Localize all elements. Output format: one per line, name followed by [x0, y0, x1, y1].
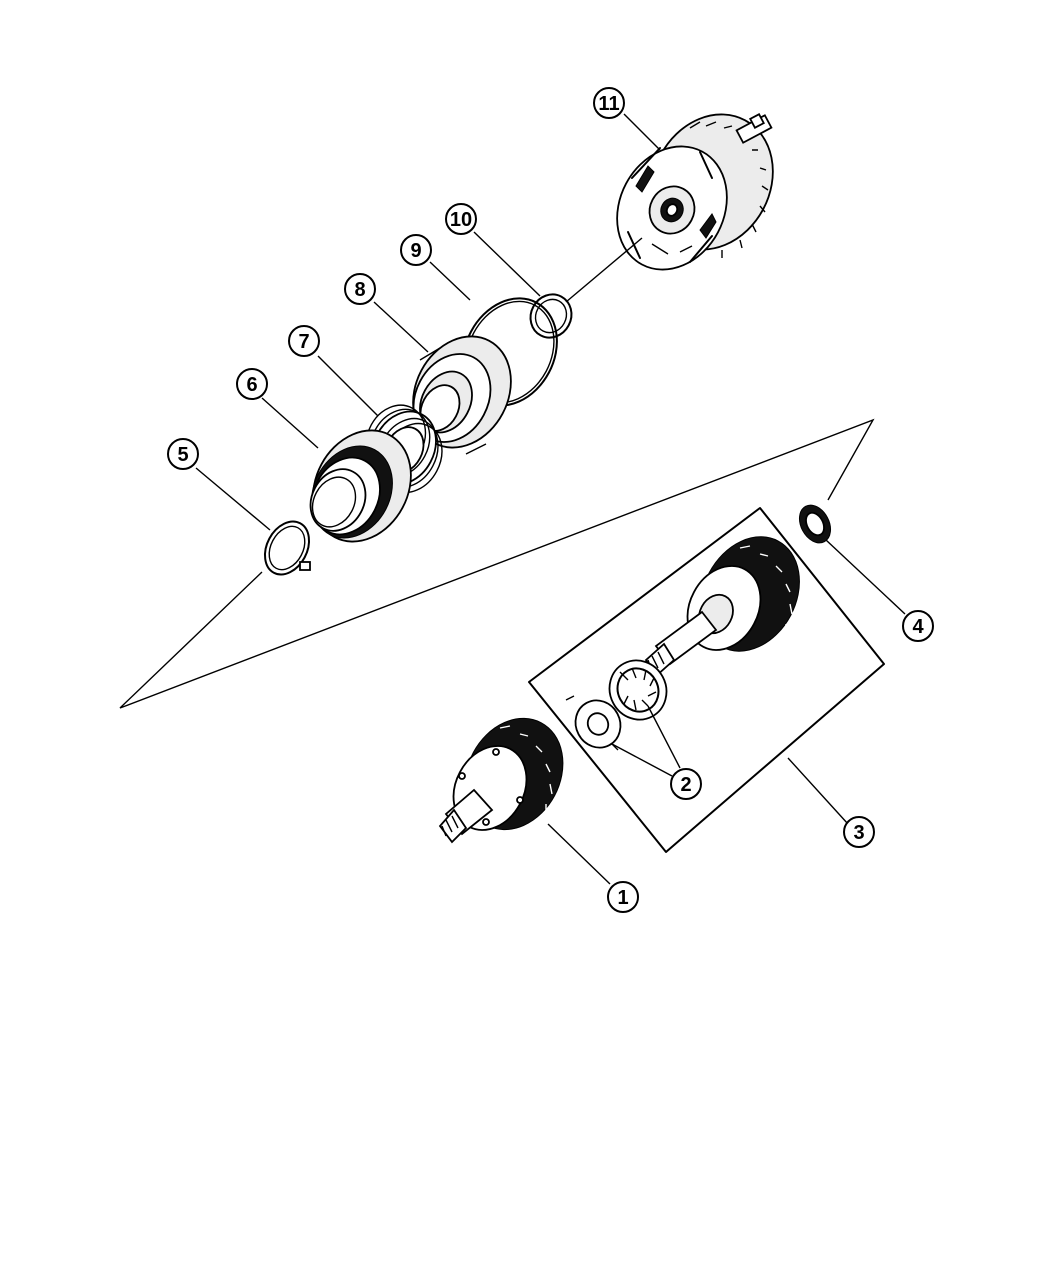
- leader-line-10: [473, 231, 541, 297]
- callout-label-4: 4: [912, 616, 924, 638]
- part-6-spring-retainer: [309, 429, 412, 543]
- leader-line-2a: [611, 743, 673, 777]
- callout-label-5: 5: [177, 444, 188, 466]
- callout-3: 3: [843, 816, 875, 848]
- part-1-output-hub: [438, 717, 564, 844]
- leader-line-7: [317, 355, 379, 417]
- callout-label-7: 7: [298, 331, 309, 353]
- part-4-thrust-washer: [798, 504, 832, 544]
- leader-line-9: [429, 261, 471, 301]
- explode-lines: [119, 418, 875, 709]
- callout-label-3: 3: [853, 822, 864, 844]
- leader-line-3: [787, 757, 849, 825]
- leader-line-2b: [647, 705, 681, 769]
- leader-line-4: [825, 539, 906, 615]
- leader-line-6: [261, 397, 319, 449]
- leader-line-1: [547, 823, 611, 885]
- callout-5: 5: [167, 438, 199, 470]
- part-10-seal-ring: [529, 293, 573, 339]
- leader-line-5: [195, 467, 271, 531]
- callout-label-11: 11: [598, 93, 619, 115]
- part-3-hub-assembly-box: [528, 507, 885, 853]
- callout-label-9: 9: [410, 240, 421, 262]
- part-2-thrust-bearing: [565, 659, 668, 751]
- callout-11: 11: [593, 87, 625, 119]
- callout-label-8: 8: [354, 279, 365, 301]
- callout-7: 7: [288, 325, 320, 357]
- callout-9: 9: [400, 234, 432, 266]
- callout-6: 6: [236, 368, 268, 400]
- callout-1: 1: [607, 881, 639, 913]
- part-5-snap-ring: [263, 520, 311, 576]
- leader-line-8: [373, 301, 429, 353]
- callout-label-10: 10: [450, 209, 472, 231]
- callout-4: 4: [902, 610, 934, 642]
- leader-line-11b: [565, 237, 643, 303]
- callout-10: 10: [445, 203, 477, 235]
- part-11-clutch-retainer: [616, 113, 774, 271]
- callout-label-6: 6: [246, 374, 257, 396]
- callout-label-2: 2: [680, 774, 691, 796]
- part-8-piston: [412, 335, 512, 455]
- callout-2: 2: [670, 768, 702, 800]
- leader-line-11: [623, 113, 661, 151]
- callout-label-1: 1: [617, 887, 628, 909]
- callout-8: 8: [344, 273, 376, 305]
